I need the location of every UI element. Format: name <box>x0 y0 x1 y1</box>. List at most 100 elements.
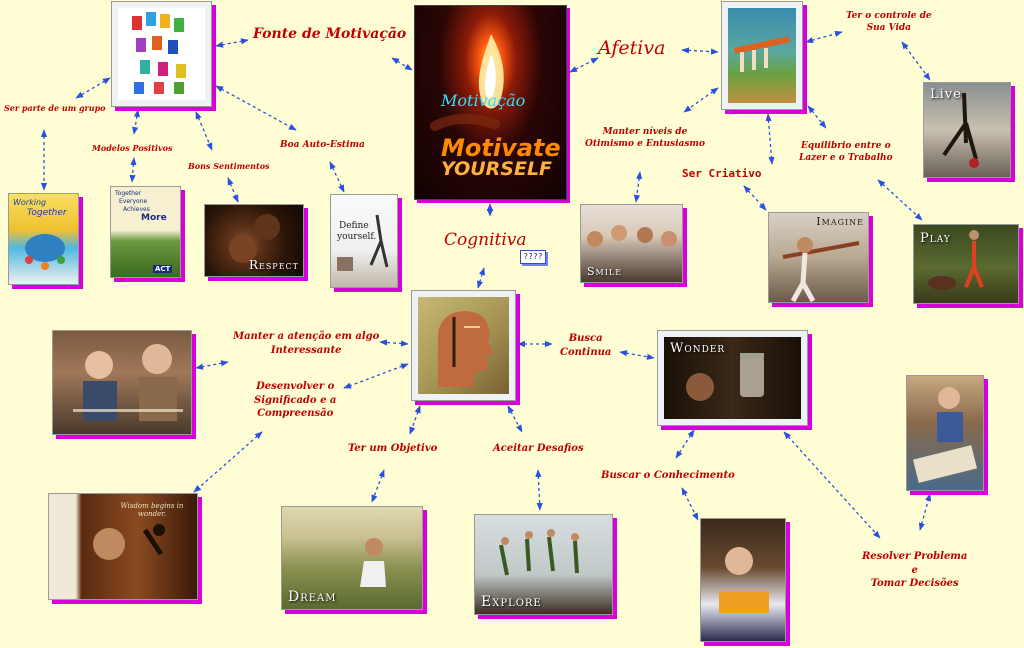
edge-hub-atencao <box>379 339 409 347</box>
edge-cognitiva-hub <box>477 267 485 289</box>
letters-icon <box>132 12 186 94</box>
photo-reading-girl <box>700 518 786 642</box>
edge-otimismo-smile <box>633 171 643 203</box>
flame-icon <box>430 34 504 131</box>
label-busca: Busca Continua <box>560 332 611 359</box>
label-signif-1: Desenvolver o <box>256 381 335 392</box>
edge-fonte-poster <box>215 38 249 48</box>
label-modelos: Modelos Positivos <box>92 143 173 153</box>
define-line1: Define <box>339 221 369 231</box>
label-significado: Desenvolver o Significado e a Compreensã… <box>254 380 336 421</box>
smile-caption: Smile <box>587 265 623 278</box>
working-line1: Working <box>13 198 47 207</box>
poster-headline: Motivate YOURSELF <box>441 136 561 179</box>
poster-headline-2: YOURSELF <box>441 158 553 180</box>
photo-classroom <box>52 330 192 435</box>
label-resolver-3: Tomar Decisões <box>870 578 959 589</box>
edge-conhec-girl <box>681 487 699 521</box>
edge-afetiva-hub <box>681 47 719 55</box>
jar-icon <box>686 353 764 401</box>
edge-hub-criativo <box>765 113 775 165</box>
team-line3: Achieves <box>123 206 150 213</box>
define-line2: yourself. <box>337 232 377 242</box>
boy-grass-icon <box>360 538 386 587</box>
skater-icon <box>337 214 389 271</box>
label-bons-sentimentos: Bons Sentimentos <box>188 161 270 171</box>
edge-hub-otimismo <box>683 87 719 113</box>
poster-headline-1: Motivate <box>441 134 561 162</box>
label-ser-parte: Ser parte de um grupo <box>4 103 106 113</box>
head-profile-icon <box>438 311 494 387</box>
edge-hub-desafios <box>507 405 523 433</box>
team-carry-icon <box>733 36 791 72</box>
girl-telescope-icon <box>93 524 165 560</box>
jumping-kids-icon <box>499 529 579 576</box>
photo-smile: Smile <box>580 204 683 283</box>
smiling-kids-icon <box>587 225 677 247</box>
team-line2: Everyone <box>119 198 148 205</box>
students-icon <box>83 344 177 421</box>
label-lazer: Equilibrio entre o Lazer e o Trabalho <box>799 140 893 164</box>
imagine-caption: Imagine <box>816 215 864 228</box>
edge-autoestima-define <box>329 161 345 193</box>
play-caption: Play <box>920 231 951 246</box>
label-lazer-2: Lazer e o Trabalho <box>799 153 893 164</box>
photo-working-together: Working Together <box>8 193 79 285</box>
edge-criativo-imagine <box>743 185 767 211</box>
label-objetivo: Ter um Objetivo <box>348 443 438 454</box>
reading-girl-icon <box>719 547 769 613</box>
edge-hub-objetivo <box>409 405 421 435</box>
dream-caption: Dream <box>288 589 337 605</box>
label-signif-3: Compreensão <box>257 408 334 419</box>
edge-wonder-resolver <box>783 431 881 539</box>
edge-desafios-explore <box>535 469 543 511</box>
label-autoestima: Boa Auto-Estima <box>280 140 365 150</box>
photo-explore: Explore <box>474 514 613 615</box>
fonte-hub-image <box>111 1 212 107</box>
label-atencao: Manter a atenção em algo Interessante <box>233 330 379 357</box>
afetiva-hub-image <box>721 1 803 110</box>
central-motivation-poster: Motivação Motivate YOURSELF <box>414 5 567 200</box>
photo-define-yourself: Define yourself. <box>330 194 398 288</box>
poster-title: Motivação <box>441 91 526 110</box>
edge-wonder-conhec <box>675 429 695 459</box>
photo-team: Together Everyone Achieves More ACT <box>110 186 181 278</box>
label-signif-2: Significado e a <box>254 394 337 406</box>
cognitiva-hub-image <box>411 290 516 401</box>
edge-hub-controle <box>805 30 843 44</box>
children-faces-icon <box>229 214 280 263</box>
photo-kid-lego <box>906 375 984 491</box>
team-line4: More <box>141 213 167 223</box>
edge-fonte-modelos <box>132 109 140 135</box>
label-busca-1: Busca <box>568 333 603 344</box>
label-conhecimento: Buscar o Conhecimento <box>601 470 735 481</box>
edge-fonte-autoestima <box>215 85 297 131</box>
photo-live: Live <box>923 82 1011 178</box>
label-resolver: Resolver Problema e Tomar Decisões <box>862 550 967 591</box>
edge-busca-wonder <box>619 350 655 360</box>
label-lazer-1: Equilibrio entre o <box>801 141 891 151</box>
branch-cognitiva: Cognitiva <box>444 230 527 250</box>
label-atencao-1: Manter a atenção em algo <box>233 331 380 342</box>
label-atencao-2: Interessante <box>270 344 342 356</box>
respect-caption: Respect <box>248 258 299 272</box>
wonder-caption: Wonder <box>670 341 726 356</box>
edge-lazer-play <box>877 179 923 221</box>
photo-play: Play <box>913 224 1019 304</box>
team-line1: Together <box>115 190 142 197</box>
label-controle: Ter o controle de Sua Vida <box>846 10 932 34</box>
edge-fonte-grupo <box>75 77 111 99</box>
edge-resolver-kid <box>918 493 932 531</box>
girl-wings-icon <box>782 237 860 302</box>
label-otimismo-2: Otimismo e Entusiasmo <box>585 139 705 150</box>
edge-modelos-team <box>129 157 137 183</box>
earth-icon <box>25 234 65 270</box>
cartwheel-icon <box>942 92 979 168</box>
classroom-text <box>73 409 183 412</box>
explore-caption: Explore <box>481 594 542 610</box>
photo-respect: Respect <box>204 204 304 277</box>
label-controle-2: Sua Vida <box>866 23 912 34</box>
edge-fonte-bons <box>195 111 213 151</box>
label-resolver-1: Resolver Problema <box>862 551 968 562</box>
